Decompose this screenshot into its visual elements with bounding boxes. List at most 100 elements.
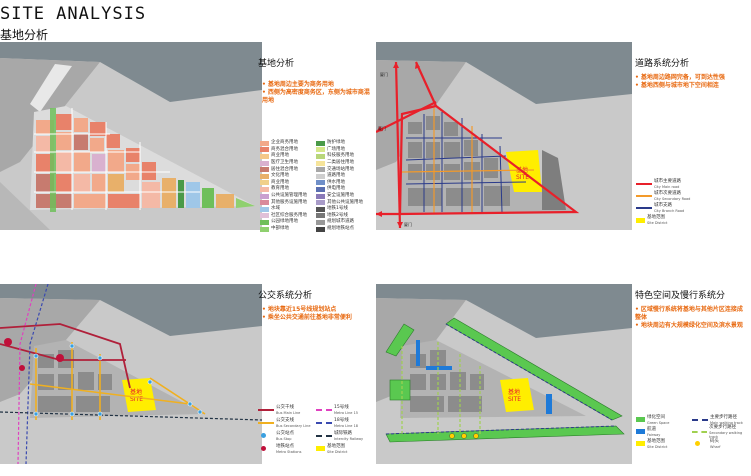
intercity-railway	[0, 411, 262, 421]
legend-swatch	[316, 421, 332, 424]
legend-label-en: City Branch Road	[654, 209, 685, 213]
legend-label: 科技服务用地	[327, 153, 354, 159]
legend-swatch	[316, 200, 325, 206]
roads-bullet-1: • 基地周边路网完备，可到达性强	[635, 74, 725, 81]
legend-item: 地铁1号线	[316, 206, 370, 213]
legend-label: 居住混合用地	[271, 166, 298, 172]
legend-item: 其他公共设施用地	[316, 199, 370, 206]
bus-secondary-lines	[29, 342, 206, 420]
legend-swatch	[692, 430, 708, 433]
landuse-legend: 企业商务用地商务混合用地商业用地医疗卫生用地居住混合用地文化用地商业用地教育用地…	[260, 140, 370, 232]
city-main-roads	[376, 61, 580, 229]
legend-item: 规划地铁站点	[316, 226, 370, 233]
legend-swatch	[260, 206, 269, 212]
legend-item: 广场用地	[316, 147, 370, 154]
legend-swatch	[316, 186, 325, 192]
legend-swatch	[260, 200, 269, 206]
green-bullet-2: • 地块周边有大规模绿化空间及滨水景观	[635, 322, 743, 329]
legend-item: 商业用地	[260, 180, 316, 187]
legend-label: 防护绿地	[327, 140, 345, 146]
legend-swatch	[636, 195, 652, 197]
legend-label: 地铁2号线	[327, 212, 348, 218]
legend-item: 交通场站用地	[316, 166, 370, 173]
legend-item: 水域	[260, 206, 316, 213]
legend-label-en: Secondary walking track	[709, 430, 743, 439]
secondary-walking-track	[401, 342, 481, 434]
main-walking-track	[385, 323, 617, 435]
legend-label: 规划城市道路	[327, 219, 354, 225]
legend-item: 公园绿地用地	[260, 219, 316, 226]
page-subtitle: 基地分析	[0, 28, 49, 42]
legend-label: 其他公共设施用地	[327, 199, 363, 205]
green-bullet-1: • 区域慢行系统将基地与其他片区连接成整体	[635, 306, 743, 321]
landuse-title: 基地分析	[258, 59, 295, 69]
legend-swatch	[316, 160, 325, 166]
legend-label: 文化用地	[271, 173, 289, 179]
legend-item: 二类居住用地	[316, 160, 370, 167]
legend-item: 社区综合服务用地	[260, 213, 316, 220]
green-spaces	[385, 317, 625, 443]
legend-label-cn: 主要步行路径	[710, 414, 737, 420]
landuse-map	[0, 42, 262, 230]
legend-swatch	[316, 226, 325, 232]
legend-swatch	[316, 193, 325, 199]
legend-label-cn: 码头	[710, 438, 719, 444]
legend-label-cn: 基地范围	[647, 438, 665, 444]
city-branch-roads	[405, 112, 527, 213]
legend-label: 水域	[271, 206, 280, 212]
legend-swatch	[636, 429, 645, 434]
legend-swatch	[260, 140, 269, 146]
legend-label-en: City Secondary Road	[654, 197, 691, 201]
legend-label: 公园绿地用地	[271, 219, 298, 225]
legend-label-en: Intercity Railway	[334, 436, 364, 441]
metro-stations	[4, 338, 64, 371]
legend-swatch	[261, 446, 266, 451]
legend-label-en: City Main road	[654, 185, 680, 189]
legend-item: 其他服务设施用地	[260, 199, 316, 206]
metro-line-15	[17, 284, 37, 464]
road-label-top: 厦门	[380, 71, 388, 77]
legend-item: 企业商务用地	[260, 140, 316, 147]
legend-swatch	[316, 434, 332, 437]
legend-item: 中部绿地	[260, 226, 316, 233]
legend-swatch	[316, 213, 325, 219]
transit-title: 公交系统分析	[258, 291, 313, 301]
legend-label: 社区综合服务用地	[271, 212, 307, 218]
legend-swatch	[260, 186, 269, 192]
legend-label: 供水用地	[327, 179, 345, 185]
legend-swatch	[692, 418, 708, 421]
road-label-mid: 厦门	[378, 125, 386, 131]
legend-swatch	[316, 147, 325, 153]
landuse-bullet-2: • 西侧为高密度商务区，东侧为城市商混用地	[262, 89, 370, 104]
legend-swatch	[636, 417, 645, 422]
legend-label-en: Site District	[647, 444, 668, 449]
green-title: 特色空间及慢行系统分	[635, 291, 726, 301]
legend-item: 规划城市道路	[316, 219, 370, 226]
legend-label: 企业商务用地	[271, 140, 298, 146]
legend-label: 中部绿地	[271, 226, 289, 232]
legend-label-cn: 绿化空间	[647, 414, 665, 420]
legend-item: 供电用地	[316, 186, 370, 193]
legend-swatch	[695, 441, 700, 446]
transit-bullet-1: • 地块靠近15号线规划站点	[262, 306, 337, 313]
legend-item: 教育用地	[260, 186, 316, 193]
legend-label-en: Bus Stop	[276, 436, 292, 441]
road-label-bottom: 厦门	[404, 221, 412, 227]
legend-swatch	[636, 217, 645, 223]
legend-item: 安全设施用地	[316, 193, 370, 200]
legend-label-cn: 公交干线	[276, 404, 294, 410]
